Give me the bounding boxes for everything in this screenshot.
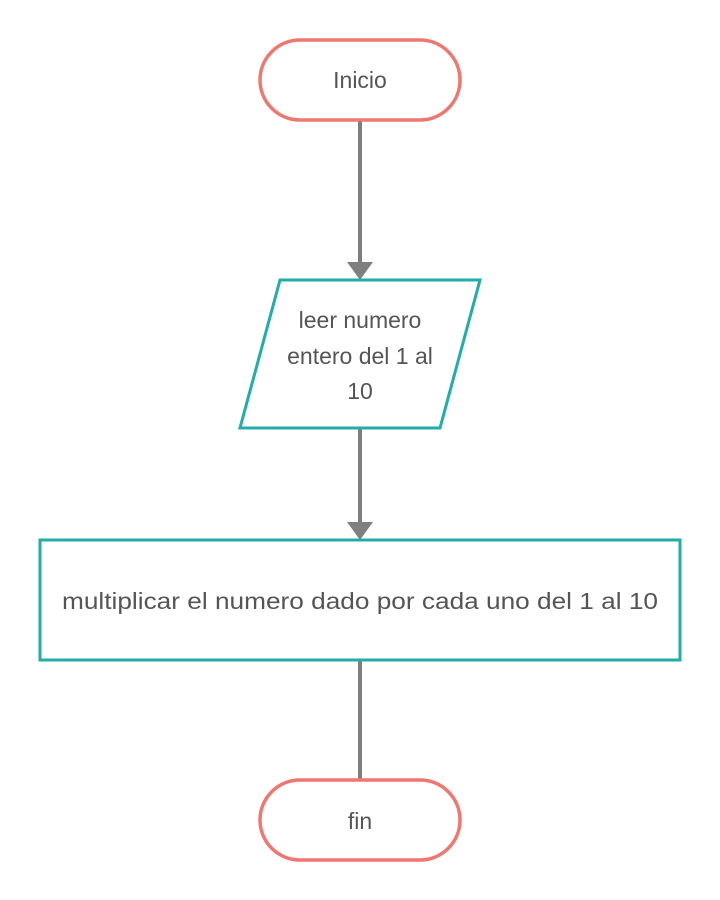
input-parallelogram[interactable]: [238, 278, 482, 430]
end-label: fin: [348, 808, 372, 834]
input-label-line-2: entero del 1 al: [287, 343, 433, 369]
input-label-line-3: 10: [347, 378, 373, 404]
start-label: Inicio: [333, 67, 387, 93]
start-terminator[interactable]: [258, 38, 462, 122]
end-terminator[interactable]: [258, 778, 462, 862]
arrowhead-process: [347, 522, 373, 540]
process-label: multiplicar el numero dado por cada uno …: [62, 588, 658, 614]
process-rectangle[interactable]: [38, 538, 682, 662]
arrowhead-input: [347, 262, 373, 280]
input-label-line-1: leer numero: [299, 307, 422, 333]
